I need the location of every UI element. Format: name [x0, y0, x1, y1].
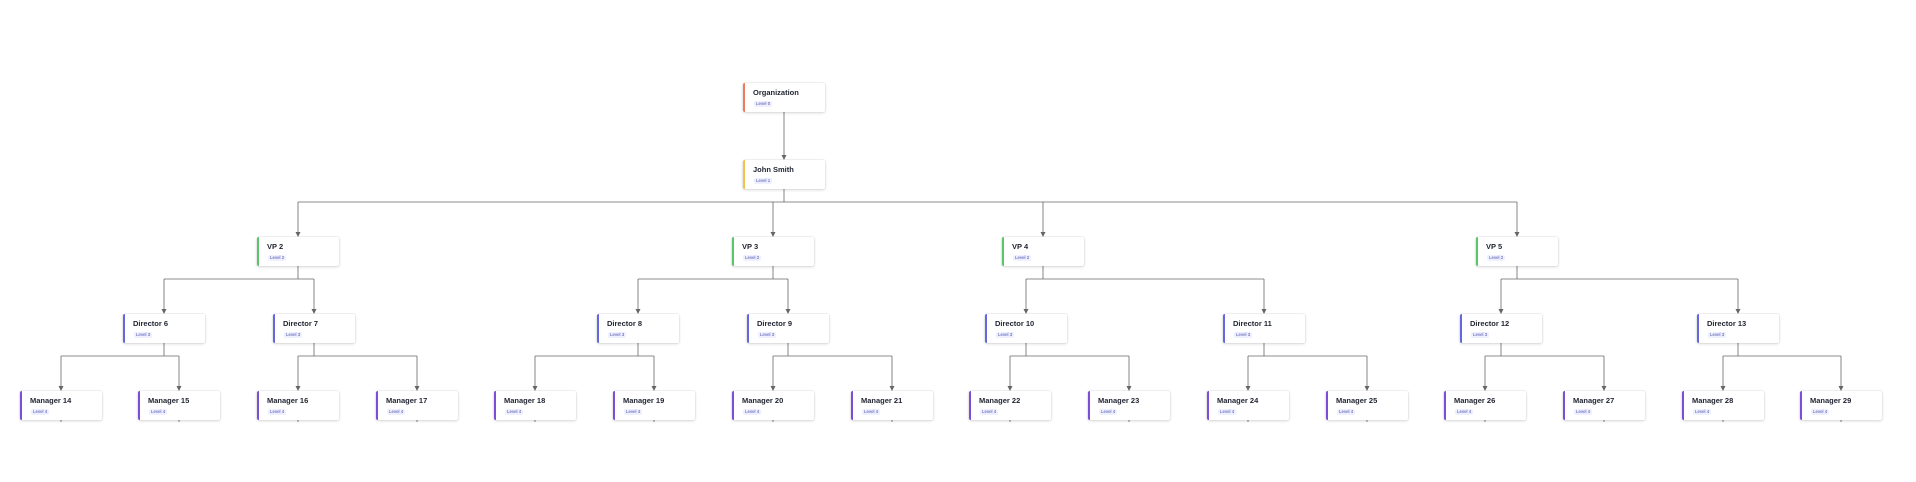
level-badge: Level 2	[268, 255, 287, 261]
node-name: Manager 26	[1454, 396, 1496, 405]
level-badge: Level 4	[387, 409, 406, 415]
org-node-vp5[interactable]: VP 5 Level 2	[1476, 237, 1558, 266]
org-node-d7[interactable]: Director 7 Level 3	[273, 314, 355, 343]
level-badge: Level 4	[1337, 409, 1356, 415]
node-name: Director 13	[1707, 319, 1747, 328]
level-badge: Level 3	[1471, 332, 1490, 338]
level-badge: Level 3	[1708, 332, 1727, 338]
org-node-vp3[interactable]: VP 3 Level 2	[732, 237, 814, 266]
node-name: Manager 16	[267, 396, 309, 405]
level-badge: Level 3	[284, 332, 303, 338]
org-node-m22[interactable]: Manager 22 Level 4	[969, 391, 1051, 420]
org-node-d8[interactable]: Director 8 Level 3	[597, 314, 679, 343]
org-node-d11[interactable]: Director 11 Level 3	[1223, 314, 1305, 343]
level-badge: Level 4	[1455, 409, 1474, 415]
org-node-vp2[interactable]: VP 2 Level 2	[257, 237, 339, 266]
node-name: Manager 21	[861, 396, 903, 405]
org-node-d10[interactable]: Director 10 Level 3	[985, 314, 1067, 343]
org-node-m14[interactable]: Manager 14 Level 4	[20, 391, 102, 420]
node-name: Manager 28	[1692, 396, 1734, 405]
org-node-d9[interactable]: Director 9 Level 3	[747, 314, 829, 343]
level-badge: Level 3	[996, 332, 1015, 338]
org-node-m23[interactable]: Manager 23 Level 4	[1088, 391, 1170, 420]
org-node-m28[interactable]: Manager 28 Level 4	[1682, 391, 1764, 420]
node-name: Manager 14	[30, 396, 72, 405]
level-badge: Level 3	[1234, 332, 1253, 338]
org-node-m27[interactable]: Manager 27 Level 4	[1563, 391, 1645, 420]
node-name: Director 12	[1470, 319, 1510, 328]
level-badge: Level 4	[149, 409, 168, 415]
node-name: Organization	[753, 88, 799, 97]
node-name: Manager 23	[1098, 396, 1140, 405]
node-name: Director 11	[1233, 319, 1272, 328]
level-badge: Level 3	[758, 332, 777, 338]
org-node-m15[interactable]: Manager 15 Level 4	[138, 391, 220, 420]
level-badge: Level 2	[1013, 255, 1032, 261]
org-node-m19[interactable]: Manager 19 Level 4	[613, 391, 695, 420]
node-name: Manager 25	[1336, 396, 1378, 405]
org-node-m18[interactable]: Manager 18 Level 4	[494, 391, 576, 420]
org-node-m25[interactable]: Manager 25 Level 4	[1326, 391, 1408, 420]
node-name: Manager 18	[504, 396, 546, 405]
org-node-d13[interactable]: Director 13 Level 3	[1697, 314, 1779, 343]
level-badge: Level 3	[134, 332, 153, 338]
node-name: Director 6	[133, 319, 169, 328]
level-badge: Level 4	[505, 409, 524, 415]
node-name: VP 3	[742, 242, 759, 251]
org-node-d6[interactable]: Director 6 Level 3	[123, 314, 205, 343]
org-node-d12[interactable]: Director 12 Level 3	[1460, 314, 1542, 343]
org-node-m20[interactable]: Manager 20 Level 4	[732, 391, 814, 420]
node-name: Director 10	[995, 319, 1035, 328]
node-name: Manager 20	[742, 396, 784, 405]
level-badge: Level 0	[754, 101, 773, 107]
node-name: John Smith	[753, 165, 794, 174]
org-node-m26[interactable]: Manager 26 Level 4	[1444, 391, 1526, 420]
node-name: Manager 27	[1573, 396, 1615, 405]
level-badge: Level 2	[743, 255, 762, 261]
node-name: Manager 22	[979, 396, 1021, 405]
level-badge: Level 4	[980, 409, 999, 415]
level-badge: Level 4	[743, 409, 762, 415]
org-node-m16[interactable]: Manager 16 Level 4	[257, 391, 339, 420]
org-node-m17[interactable]: Manager 17 Level 4	[376, 391, 458, 420]
node-name: Manager 17	[386, 396, 428, 405]
level-badge: Level 4	[1218, 409, 1237, 415]
node-name: Director 8	[607, 319, 643, 328]
node-name: Manager 15	[148, 396, 190, 405]
node-name: Director 7	[283, 319, 319, 328]
node-name: Manager 29	[1810, 396, 1852, 405]
org-node-m21[interactable]: Manager 21 Level 4	[851, 391, 933, 420]
level-badge: Level 3	[608, 332, 627, 338]
node-name: Manager 19	[623, 396, 665, 405]
org-node-vp4[interactable]: VP 4 Level 2	[1002, 237, 1084, 266]
org-node-m24[interactable]: Manager 24 Level 4	[1207, 391, 1289, 420]
level-badge: Level 4	[1811, 409, 1830, 415]
level-badge: Level 4	[1693, 409, 1712, 415]
node-name: VP 4	[1012, 242, 1029, 251]
level-badge: Level 4	[1099, 409, 1118, 415]
node-name: Director 9	[757, 319, 793, 328]
level-badge: Level 4	[624, 409, 643, 415]
node-name: Manager 24	[1217, 396, 1259, 405]
level-badge: Level 4	[31, 409, 50, 415]
level-badge: Level 4	[1574, 409, 1593, 415]
level-badge: Level 4	[862, 409, 881, 415]
node-name: VP 5	[1486, 242, 1503, 251]
node-name: VP 2	[267, 242, 284, 251]
org-node-m29[interactable]: Manager 29 Level 4	[1800, 391, 1882, 420]
level-badge: Level 2	[1487, 255, 1506, 261]
level-badge: Level 4	[268, 409, 287, 415]
level-badge: Level 1	[754, 178, 773, 184]
